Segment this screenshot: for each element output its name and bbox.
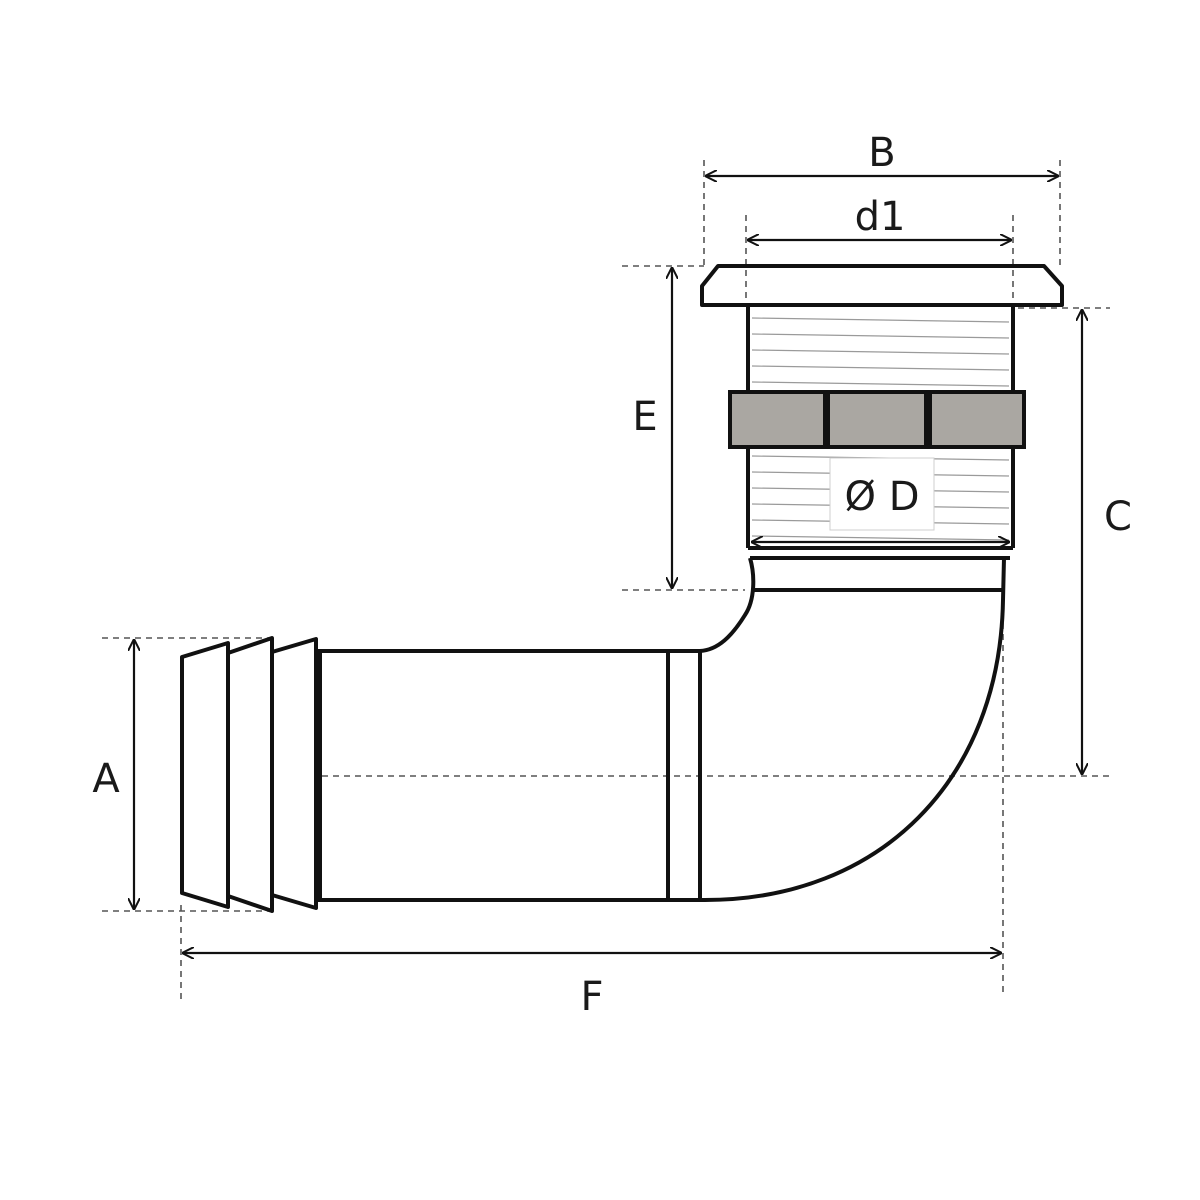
- hex-nut: [728, 390, 1026, 449]
- label-a: A: [92, 756, 120, 802]
- dimension-labels: B d1 E C Ø D A F: [92, 130, 1132, 1020]
- label-b: B: [868, 130, 895, 176]
- dimension-lines: [134, 176, 1082, 953]
- label-c: C: [1104, 494, 1132, 540]
- collar: [748, 546, 1013, 592]
- label-f: F: [580, 974, 603, 1020]
- horizontal-pipe: [318, 649, 705, 902]
- extension-lines: [102, 160, 1112, 1000]
- diameter-label-box: [829, 457, 935, 531]
- elbow-pipe: [699, 557, 1006, 902]
- threaded-body: [746, 305, 1015, 548]
- label-diameter-d: Ø D: [845, 474, 920, 520]
- label-e: E: [632, 394, 657, 440]
- label-d1: d1: [855, 194, 906, 240]
- hose-barbs: [180, 636, 322, 913]
- flange: [700, 264, 1064, 307]
